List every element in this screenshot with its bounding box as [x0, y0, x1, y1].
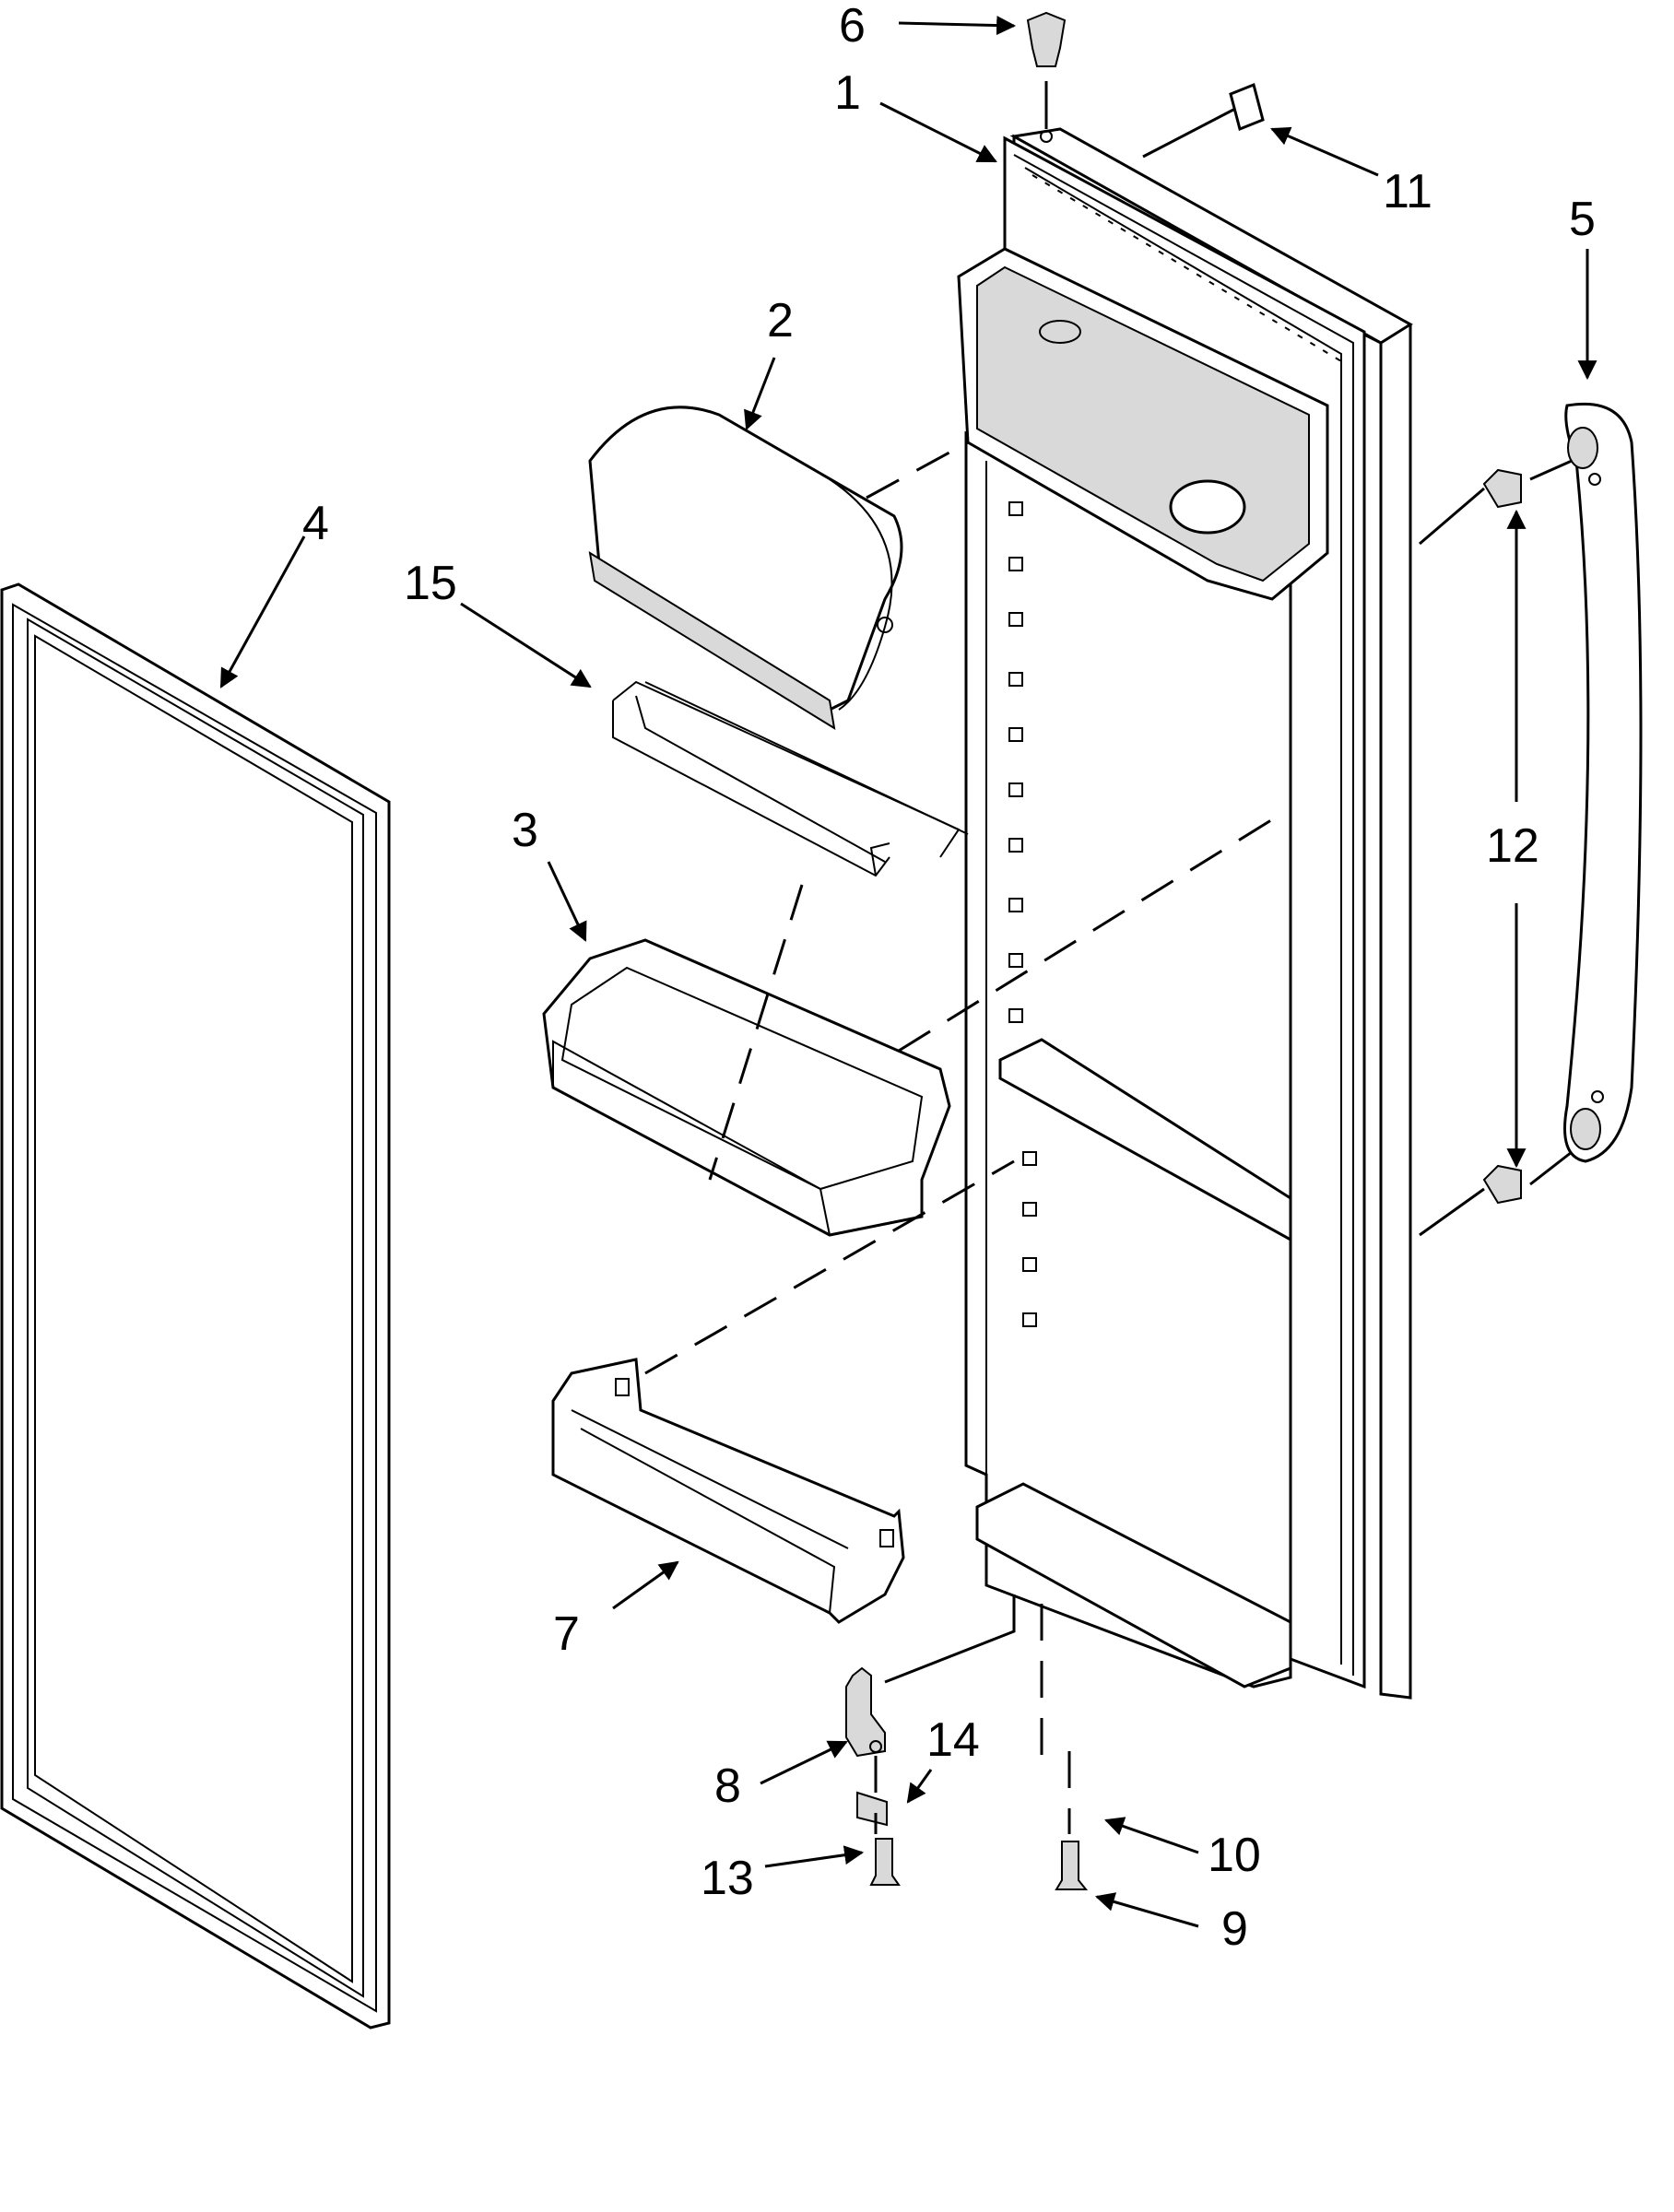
bottom-hinge	[845, 1666, 886, 1758]
door-liner	[957, 127, 1413, 1700]
callout-7: 7	[553, 1607, 580, 1661]
hinge-bushing	[856, 1791, 888, 1827]
door-screw	[1055, 1841, 1089, 1890]
lower-door-bin	[551, 1358, 905, 1624]
callout-2: 2	[767, 294, 794, 347]
hinge-screw	[869, 1838, 901, 1886]
hinge-cap	[1026, 11, 1067, 143]
callout-11: 11	[1383, 165, 1432, 218]
door-bin	[542, 938, 951, 1237]
callout-1: 1	[834, 66, 861, 120]
spacer-plate	[1229, 82, 1265, 132]
callout-5: 5	[1569, 193, 1596, 246]
callout-6: 6	[839, 0, 866, 53]
callout-8: 8	[714, 1759, 741, 1813]
door-gasket	[0, 582, 391, 2030]
door-handle	[1563, 402, 1643, 1163]
callout-14: 14	[926, 1713, 980, 1767]
callout-10: 10	[1208, 1829, 1261, 1882]
callout-labels: 6 1 11 5 2 4 15 3 12 7 14 8 13 10 9	[302, 0, 1596, 1956]
callout-4: 4	[302, 497, 329, 550]
handle-mounting-studs	[1482, 468, 1522, 1205]
leader-arrows	[219, 16, 1597, 1928]
callout-13: 13	[701, 1852, 754, 1905]
callout-15: 15	[404, 557, 457, 610]
callout-9: 9	[1221, 1902, 1248, 1956]
callout-3: 3	[512, 804, 538, 857]
assembly-lines	[644, 81, 1573, 1834]
wire-shelf	[612, 680, 969, 877]
callout-12: 12	[1486, 819, 1539, 873]
dairy-door	[588, 406, 903, 731]
